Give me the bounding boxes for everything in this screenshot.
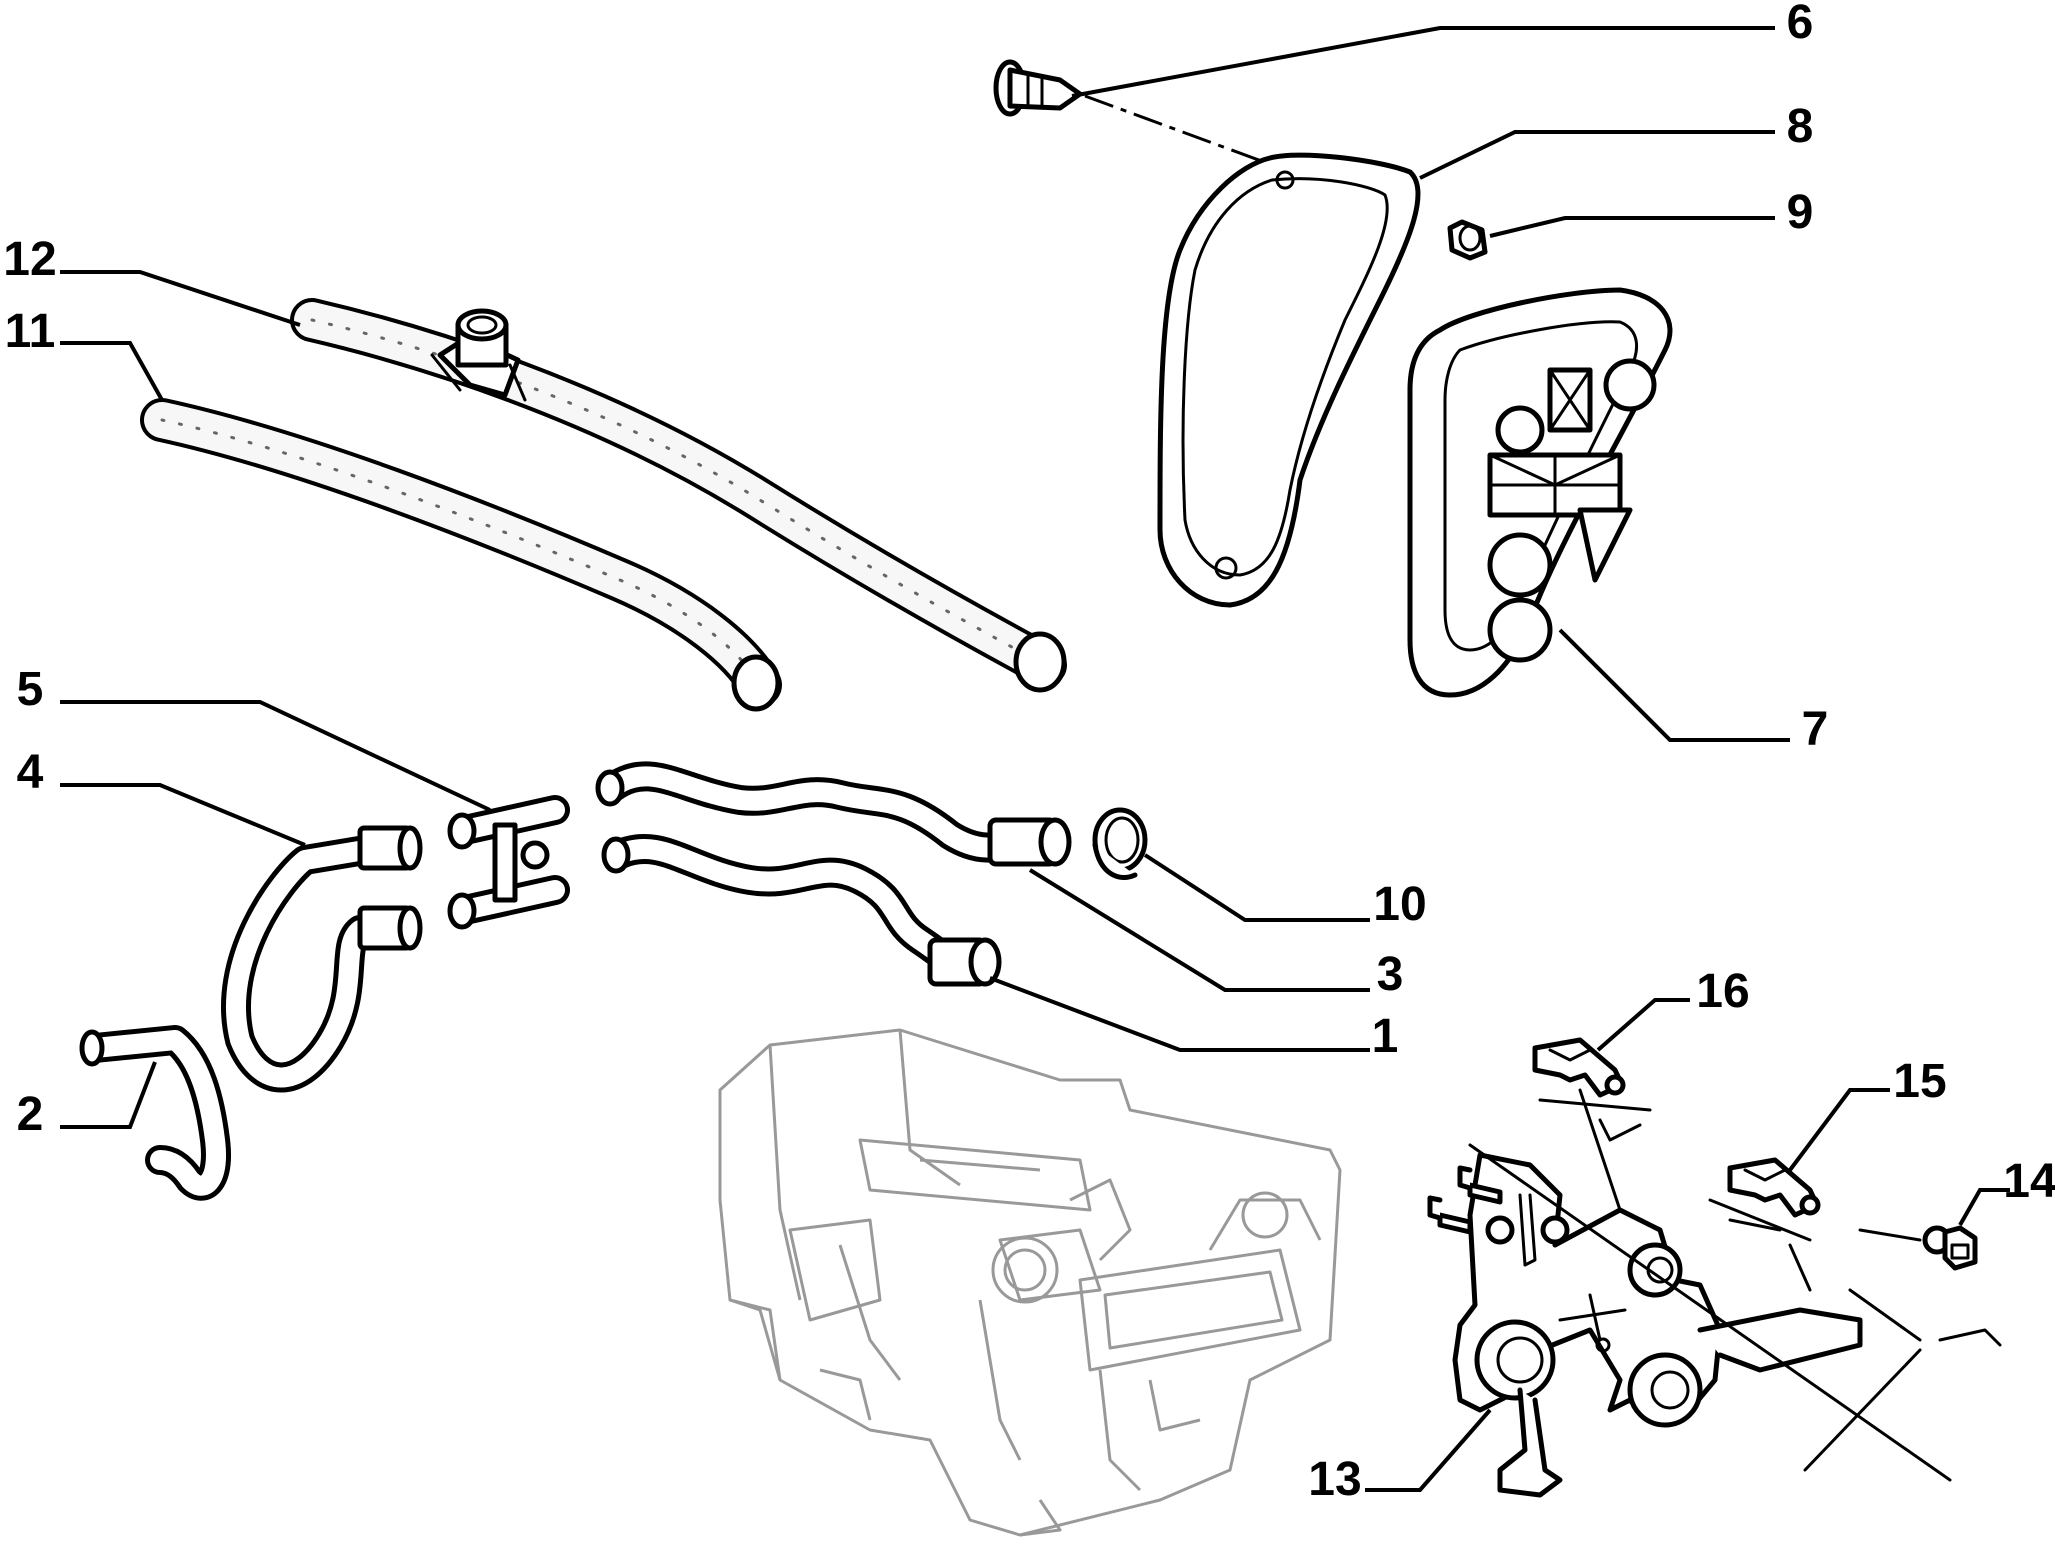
leader-2	[60, 1061, 157, 1129]
callout-labels: 6 8 9 7 12 11 5 4 2 10 3 1 16 15 14 13	[3, 0, 2055, 1506]
callout-5: 5	[17, 663, 44, 716]
callout-2: 2	[17, 1088, 44, 1141]
hose-part-11	[140, 398, 782, 712]
y-fitting-part-5	[447, 795, 570, 930]
callout-4: 4	[17, 746, 44, 799]
callout-7: 7	[1802, 703, 1829, 756]
leader-12	[60, 270, 301, 327]
callout-10: 10	[1373, 878, 1426, 931]
heater-housing	[718, 1028, 1342, 1537]
leader-10	[1143, 853, 1370, 922]
pipe-part-2	[79, 1025, 231, 1201]
leader-16	[1596, 998, 1690, 1052]
leader-11	[60, 341, 164, 401]
leader-14	[1958, 1188, 2010, 1226]
callout-9: 9	[1787, 186, 1814, 239]
leader-1	[989, 976, 1370, 1052]
hose-with-tee-part-12	[290, 298, 1067, 693]
leader-8	[1419, 130, 1775, 180]
leader-lines	[60, 26, 2010, 1492]
callout-1: 1	[1372, 1010, 1399, 1063]
callout-6: 6	[1787, 0, 1814, 49]
callout-3: 3	[1377, 948, 1404, 1001]
leader-7	[1558, 628, 1790, 742]
leader-5	[60, 700, 491, 812]
hose-clamp-part-10	[1092, 807, 1148, 880]
callout-12: 12	[3, 233, 56, 286]
leader-4	[60, 783, 306, 847]
clip-part-14	[1922, 1225, 1978, 1271]
leader-3	[1028, 868, 1370, 992]
bracket-part-13	[1427, 1088, 2002, 1498]
leader-13	[1365, 1408, 1492, 1492]
leader-6	[1071, 26, 1775, 98]
leader-9	[1489, 216, 1775, 238]
pipe-part-4	[221, 825, 423, 1093]
gasket-part-8	[1157, 152, 1421, 608]
callout-15: 15	[1893, 1055, 1946, 1108]
callout-11: 11	[5, 305, 56, 358]
grommet-plate-part-7	[1407, 287, 1673, 698]
clip-part-15	[1727, 1157, 1821, 1218]
pipe-part-1	[601, 833, 1002, 987]
nut-part-9	[1447, 219, 1488, 261]
callout-8: 8	[1787, 100, 1814, 153]
callout-13: 13	[1308, 1453, 1361, 1506]
callout-16: 16	[1696, 965, 1749, 1018]
leader-15	[1788, 1088, 1890, 1172]
pipe-part-3	[595, 761, 1072, 867]
callout-14: 14	[2003, 1155, 2055, 1208]
clip-part-16	[1532, 1037, 1626, 1098]
